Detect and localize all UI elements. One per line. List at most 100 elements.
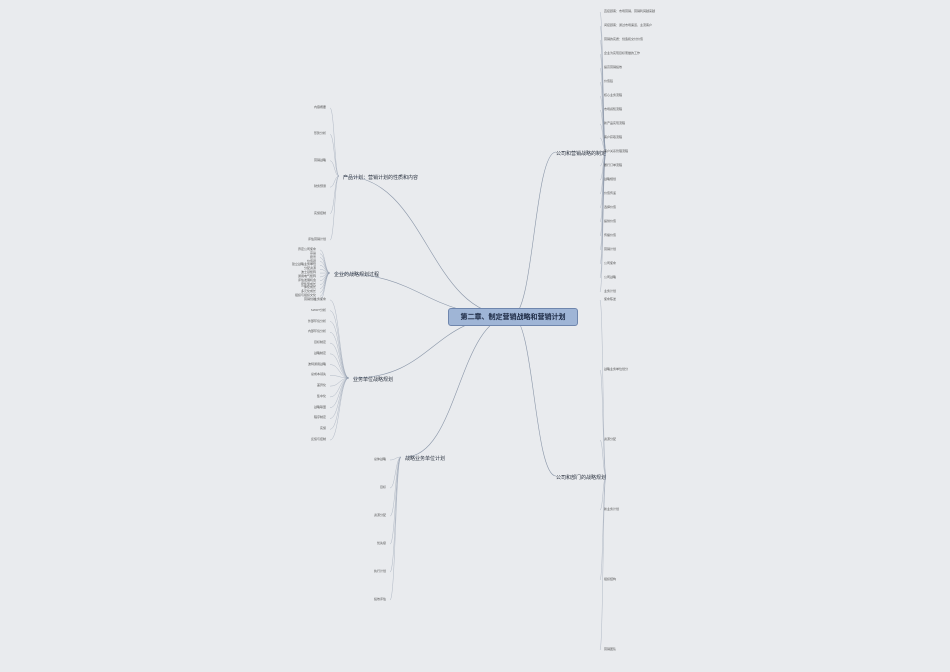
subtopic-t1-7[interactable]: 市场感知流程 — [604, 107, 623, 111]
subtopic-t3-3[interactable]: 内部环境分析 — [307, 329, 326, 334]
subtopic-t2-11[interactable]: 多元化成长 — [300, 289, 316, 294]
leaf-line-t1-15 — [599, 151, 607, 223]
subtopic-t2-10[interactable]: 一体化成长 — [300, 285, 316, 290]
leaf-line-t3-2 — [329, 321, 350, 379]
leaf-line-t5-2 — [389, 456, 402, 517]
leaf-line-t1-8 — [599, 123, 607, 153]
subtopic-t2-5[interactable]: 分配资源 — [303, 266, 316, 271]
subtopic-t1-10[interactable]: 客户关系管理流程 — [604, 149, 629, 153]
main-topic-t6[interactable]: 公司和部门的战略规划 — [556, 475, 607, 481]
subtopic-t2-6[interactable]: 波士顿矩阵 — [300, 270, 316, 275]
subtopic-t3-2[interactable]: 外部环境分析 — [307, 318, 326, 323]
subtopic-t3-4[interactable]: 目标制定 — [313, 340, 326, 345]
main-topic-t4[interactable]: 产品计划：营销计划的性质和内容 — [343, 175, 419, 181]
leaf-line-t4-0 — [329, 107, 340, 177]
branch-line-t1 — [511, 151, 557, 317]
subtopic-t5-0[interactable]: 总体战略 — [373, 457, 386, 461]
leaf-line-t3-11 — [329, 377, 350, 419]
subtopic-t6-5[interactable]: 营销团队 — [604, 647, 617, 651]
subtopic-t6-3[interactable]: 新业务计划 — [604, 507, 620, 511]
subtopic-t3-10[interactable]: 战略联盟 — [313, 404, 326, 409]
subtopic-t3-0[interactable]: 业务使命 — [313, 297, 326, 301]
leaf-line-t6-1 — [599, 369, 607, 477]
leaf-line-t3-6 — [329, 364, 350, 379]
subtopic-t6-1[interactable]: 战略业务单位划分 — [604, 367, 629, 371]
subtopic-t5-2[interactable]: 资源分配 — [373, 513, 386, 517]
branch-line-t5 — [404, 315, 513, 458]
subtopic-t1-2[interactable]: 营销的实质：创造和交付价值 — [604, 37, 644, 41]
leaf-line-t1-20 — [599, 151, 607, 293]
subtopic-t1-20[interactable]: 业务计划 — [604, 289, 617, 293]
main-topic-t1[interactable]: 公司和营销战略的制定 — [556, 151, 607, 157]
leaf-line-t3-5 — [329, 353, 350, 379]
subtopic-t1-8[interactable]: 新产品实现流程 — [604, 121, 626, 125]
subtopic-t3-11[interactable]: 程序制定 — [313, 415, 326, 420]
leaf-line-t3-1 — [329, 310, 350, 379]
subtopic-t1-9[interactable]: 客户获取流程 — [604, 135, 623, 139]
subtopic-t1-15[interactable]: 提供价值 — [604, 219, 617, 223]
subtopic-t4-0[interactable]: 内容概要 — [313, 105, 326, 109]
leaf-line-t2-1 — [319, 253, 331, 274]
subtopic-t1-3[interactable]: 企业为实现目标而做的工作 — [604, 51, 641, 55]
subtopic-t2-8[interactable]: 评估发展机会 — [297, 277, 316, 282]
subtopic-t1-11[interactable]: 履行订单流程 — [604, 163, 623, 167]
subtopic-t1-12[interactable]: 战略规划 — [604, 177, 617, 181]
subtopic-t1-19[interactable]: 公司战略 — [604, 275, 617, 279]
connector-lines — [319, 11, 607, 651]
leaf-line-t5-5 — [389, 456, 402, 601]
subtopic-t4-3[interactable]: 财务预测 — [313, 184, 326, 189]
subtopic-t1-1[interactable]: 间接顾客：通过市场渠道，主流客户 — [604, 23, 653, 27]
leaf-line-t6-0 — [599, 299, 607, 477]
subtopic-t4-1[interactable]: 形势分析 — [313, 131, 326, 136]
subtopic-t3-8[interactable]: 差异化 — [316, 383, 326, 388]
subtopic-t3-1[interactable]: SWOT分析 — [310, 307, 326, 312]
subtopic-t2-1[interactable]: 宗旨 — [309, 250, 316, 255]
subtopic-t3-5[interactable]: 战略制定 — [313, 350, 326, 355]
subtopic-t2-12[interactable]: 组织与组织文化 — [294, 293, 316, 298]
subtopic-t5-5[interactable]: 绩效评估 — [373, 597, 386, 601]
subtopic-t1-17[interactable]: 营销计划 — [604, 247, 617, 251]
subtopic-t2-0[interactable]: 界定公司使命 — [297, 247, 316, 251]
subtopic-t2-13[interactable]: 营销创新 — [303, 297, 316, 301]
subtopic-t5-3[interactable]: 优先级 — [376, 541, 386, 545]
subtopic-t4-4[interactable]: 实施控制 — [313, 210, 326, 215]
leaf-line-t3-4 — [329, 342, 350, 379]
leaf-line-t6-5 — [599, 475, 607, 651]
main-topic-t3[interactable]: 业务单位战略规划 — [353, 377, 394, 383]
subtopic-t1-5[interactable]: 价值链 — [604, 79, 614, 83]
leaf-line-t2-12 — [319, 272, 331, 297]
branch-line-t6 — [511, 315, 557, 477]
subtopic-t5-4[interactable]: 执行计划 — [373, 569, 386, 573]
subtopic-t1-13[interactable]: 价值传递 — [604, 191, 617, 195]
subtopic-t1-0[interactable]: 直接顾客：市场营销，营销利润越来越 — [604, 9, 656, 13]
subtopic-t2-4[interactable]: 建立战略业务单位 — [291, 262, 316, 267]
subtopic-t4-2[interactable]: 营销战略 — [313, 157, 326, 162]
subtopic-t2-7[interactable]: 通用电气矩阵 — [297, 273, 316, 278]
subtopic-t3-12[interactable]: 实施 — [319, 426, 326, 431]
subtopic-t6-2[interactable]: 资源分配 — [604, 437, 617, 441]
subtopic-t2-3[interactable]: 价值观 — [306, 258, 316, 263]
subtopic-t6-4[interactable]: 组织结构 — [604, 577, 617, 581]
subtopic-t1-4[interactable]: 提高营销绩效 — [604, 65, 623, 69]
central-topic[interactable]: 第二章、制定营销战略和营销计划 — [448, 308, 578, 326]
subtopic-t4-5[interactable]: 评估营销计划 — [307, 237, 326, 241]
leaf-line-t6-3 — [599, 475, 607, 511]
leaf-line-t2-2 — [319, 257, 331, 274]
subtopic-t3-13[interactable]: 反馈与控制 — [310, 437, 326, 441]
subtopic-t3-6[interactable]: 波特通用战略 — [307, 361, 326, 366]
subtopic-t3-9[interactable]: 集中化 — [316, 393, 326, 398]
subtopic-t1-16[interactable]: 传播价值 — [604, 233, 617, 237]
leaf-line-t3-9 — [329, 377, 350, 398]
subtopic-t2-2[interactable]: 愿景 — [309, 254, 316, 259]
subtopic-t1-6[interactable]: 核心业务流程 — [604, 93, 623, 97]
subtopic-t3-7[interactable]: 总成本领先 — [310, 372, 326, 377]
main-topic-t2[interactable]: 企业的战略规划过程 — [334, 272, 380, 278]
subtopic-t1-14[interactable]: 选择价值 — [604, 205, 617, 209]
subtopic-t5-1[interactable]: 目标 — [379, 485, 386, 489]
subtopic-t1-18[interactable]: 公司使命 — [604, 261, 617, 265]
leaf-line-t2-13 — [319, 272, 331, 301]
subtopic-t6-0[interactable]: 使命陈述 — [604, 297, 617, 301]
leaf-line-t4-1 — [329, 134, 340, 177]
main-topic-t5[interactable]: 战略业务单位计划 — [405, 456, 446, 462]
subtopic-t2-9[interactable]: 密集型成长 — [300, 281, 316, 286]
